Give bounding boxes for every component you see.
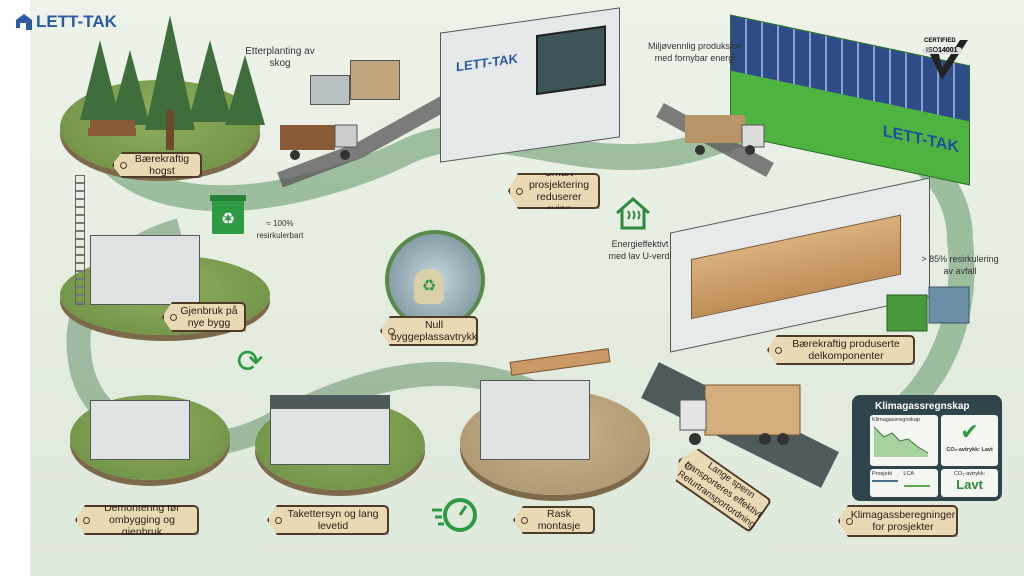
iso-certification-badge: CERTIFIED ISO14001 (920, 38, 980, 83)
project-lca-panel: Prosjekt LCA (870, 468, 939, 497)
office-sign: LETT-TAK (456, 50, 518, 75)
svg-text:♻: ♻ (221, 211, 235, 228)
project-label: Prosjekt (872, 470, 892, 477)
waste-bag-vignette: ♻ (385, 230, 485, 330)
iso-prefix: ISO (926, 47, 939, 54)
lca-label: LCA (903, 470, 915, 477)
sawmill-building (350, 60, 400, 100)
emissions-line-chart (873, 426, 929, 457)
brand-name: LETT-TAK (36, 12, 117, 31)
chart-title: Klimagassregnskap (872, 417, 920, 423)
dashboard-title: Klimagassregnskap (875, 400, 970, 412)
infographic-canvas: LETT-TAK LETT-TAK CERTIFIED ISO14001 ♻ ⟳… (30, 0, 1024, 576)
inspection-building (270, 395, 390, 465)
log-truck-icon (685, 115, 765, 155)
energy-house-icon (616, 197, 650, 230)
svg-text:⟳: ⟳ (237, 343, 264, 379)
footprint-label: CO₂-avtrykk: (953, 470, 986, 477)
tag-zero-site: Null byggeplassavtrykk (380, 316, 478, 346)
tag-smart-design: Smart prosjektering reduserer svinn (508, 173, 600, 209)
tag-dismantle: Demontering før ombygging og gjenbruk (75, 505, 199, 535)
note-eco-production: Miljøvennlig produksjon med fornybar ene… (647, 41, 743, 63)
brand-logo: LETT-TAK (16, 12, 117, 32)
tag-reuse: Gjenbruk på nye bygg (162, 302, 246, 332)
transport-truck-icon (679, 384, 801, 445)
roof-element-on-line (691, 214, 901, 320)
reuse-building (90, 235, 200, 305)
footprint-value: Lavt (956, 476, 983, 492)
design-office: LETT-TAK (440, 7, 620, 163)
recycling-bins (886, 286, 970, 332)
circular-arrows-icon: ⟳ (237, 343, 264, 379)
climate-dashboard: Klimagassregnskap Klimagassregnskap ✔ CO… (852, 395, 1002, 501)
tag-harvest: Bærekraftig hogst (112, 152, 202, 178)
note-replanting: Etterplanting av skog (245, 46, 315, 69)
factory-sign: LETT-TAK (882, 122, 959, 157)
dismantle-building (90, 400, 190, 460)
stopwatch-icon (432, 498, 477, 532)
logo-mark-icon (16, 14, 32, 30)
design-screen (536, 25, 606, 96)
status-label: CO₂-avtrykk: Lavt (946, 447, 993, 453)
crane (75, 175, 85, 305)
tag-assembly: Rask montasje (513, 506, 595, 534)
tag-inspection: Takettersyn og lang levetid (267, 505, 389, 535)
note-energy: Energieffektivt med lav U-verdi (608, 239, 672, 261)
footprint-panel: CO₂-avtrykk: Lavt (941, 468, 998, 497)
note-waste-recycling: > 85% resirkulering av avfall (921, 254, 999, 276)
tag-components: Bærekraftig produserte delkomponenter (767, 335, 915, 365)
forest-trees (80, 15, 265, 150)
timber-truck-icon (280, 124, 358, 160)
note-recyclable: ≈ 100% resirkulerbart (256, 219, 304, 240)
check-circle-icon: ✔ (960, 419, 979, 444)
tag-climate-calc: Klimagassberegninger for prosjekter (838, 505, 958, 537)
certified-label: CERTIFIED (924, 38, 956, 44)
recycle-bin-icon: ♻ (210, 195, 246, 234)
assembly-building (480, 380, 590, 460)
sawmill-machinery (310, 75, 350, 105)
status-panel: ✔ CO₂-avtrykk: Lavt (941, 415, 998, 466)
emissions-chart-panel: Klimagassregnskap (870, 415, 939, 466)
iso-number: 14001 (938, 47, 958, 54)
